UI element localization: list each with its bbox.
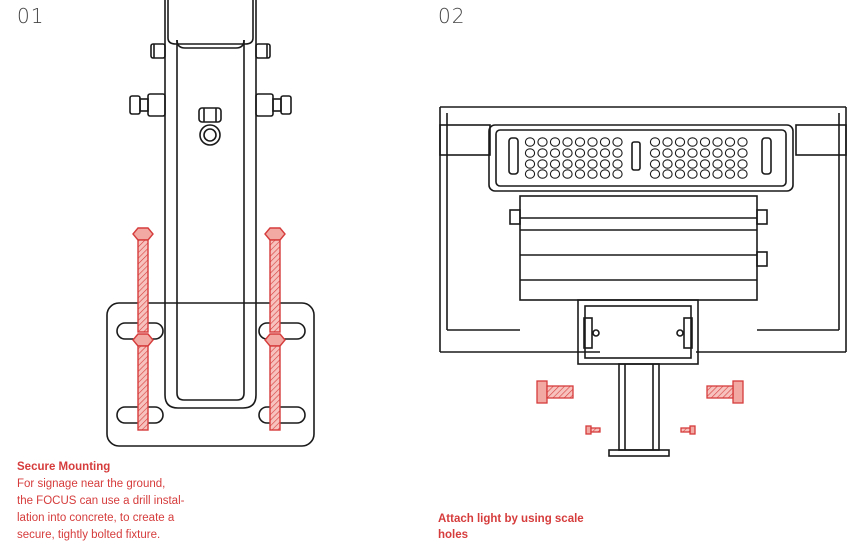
led-lens (662, 137, 673, 147)
scale-hole-bolts (536, 380, 744, 435)
led-lens (737, 169, 748, 179)
led-lens (587, 148, 598, 158)
anchor-bolt (132, 227, 154, 333)
side-bolts-upper (150, 43, 271, 59)
led-lens (687, 169, 698, 179)
led-lens (674, 148, 686, 158)
led-lens (699, 148, 711, 158)
mounting-bracket (577, 299, 699, 365)
anchor-bolts (132, 227, 286, 431)
led-lens (649, 148, 661, 158)
led-lens (662, 169, 673, 179)
led-lens (724, 148, 736, 158)
led-lens (687, 137, 698, 147)
led-lens (599, 148, 611, 158)
led-lens (724, 159, 736, 169)
led-lens (537, 159, 548, 169)
led-lens (562, 159, 573, 169)
led-lens (587, 159, 598, 169)
anchor-bolt (264, 333, 286, 431)
led-lens (649, 169, 661, 179)
led-lens (687, 159, 698, 169)
led-lens (587, 169, 598, 179)
led-lens (612, 148, 623, 158)
led-lens (562, 137, 573, 147)
led-lens (612, 169, 623, 179)
led-lens (737, 137, 748, 147)
led-lens (724, 137, 736, 147)
led-lens (574, 159, 586, 169)
led-lens (612, 159, 623, 169)
led-lens (724, 169, 736, 179)
led-lens (574, 137, 586, 147)
square-post (164, 0, 257, 409)
led-lens (524, 137, 536, 147)
led-lens (599, 159, 611, 169)
led-lens (524, 159, 536, 169)
led-lens (674, 159, 686, 169)
led-lens (649, 159, 661, 169)
led-lens (699, 159, 711, 169)
led-lens (649, 137, 661, 147)
led-array (524, 137, 748, 179)
led-lens (662, 159, 673, 169)
led-lens (537, 148, 548, 158)
led-lens (612, 137, 623, 147)
led-lens (524, 169, 536, 179)
base-plate-slots (116, 322, 306, 424)
caption-line: the FOCUS can use a drill instal- (17, 495, 185, 507)
led-lens (699, 169, 711, 179)
screw-left (585, 425, 601, 435)
caption-line: For signage near the ground, (17, 478, 166, 490)
led-lens (674, 137, 686, 147)
led-lens (562, 148, 573, 158)
screw-right (680, 425, 696, 435)
led-lens (549, 137, 561, 147)
led-lens (524, 148, 536, 158)
caption-title-01: Secure Mounting (17, 461, 111, 473)
side-bolts-lower (129, 93, 292, 117)
led-lens (537, 137, 548, 147)
caption-line: secure, tightly bolted fixture. (17, 529, 161, 541)
base-plate (106, 302, 315, 447)
led-lens (537, 169, 548, 179)
fixture-body (519, 195, 758, 301)
step-number-01: 01 (17, 4, 45, 28)
pole-base-drawing (106, 0, 315, 447)
led-lens (562, 169, 573, 179)
caption-line: lation into concrete, to create a (17, 512, 175, 524)
led-head (488, 124, 794, 192)
led-lens (712, 159, 723, 169)
led-lens (699, 137, 711, 147)
led-lens (587, 137, 598, 147)
anchor-bolt (264, 227, 286, 333)
step-number-02: 02 (438, 4, 466, 28)
led-lens (737, 159, 748, 169)
caption-title-02: Attach light by using scale holes (438, 513, 584, 541)
led-lens (574, 148, 586, 158)
anchor-bolt (132, 333, 154, 431)
light-fixture-drawing (439, 106, 847, 457)
bolt-left (536, 380, 574, 404)
led-lens (549, 148, 561, 158)
led-lens (574, 169, 586, 179)
led-lens (549, 169, 561, 179)
led-lens (549, 159, 561, 169)
bolt-right (706, 380, 744, 404)
caption-body-01: For signage near the ground, the FOCUS c… (17, 476, 184, 544)
front-bolt (198, 107, 222, 146)
led-lens (737, 148, 748, 158)
led-lens (712, 169, 723, 179)
led-lens (674, 169, 686, 179)
led-lens (712, 137, 723, 147)
led-lens (599, 169, 611, 179)
led-lens (599, 137, 611, 147)
led-lens (712, 148, 723, 158)
led-lens (687, 148, 698, 158)
led-lens (662, 148, 673, 158)
